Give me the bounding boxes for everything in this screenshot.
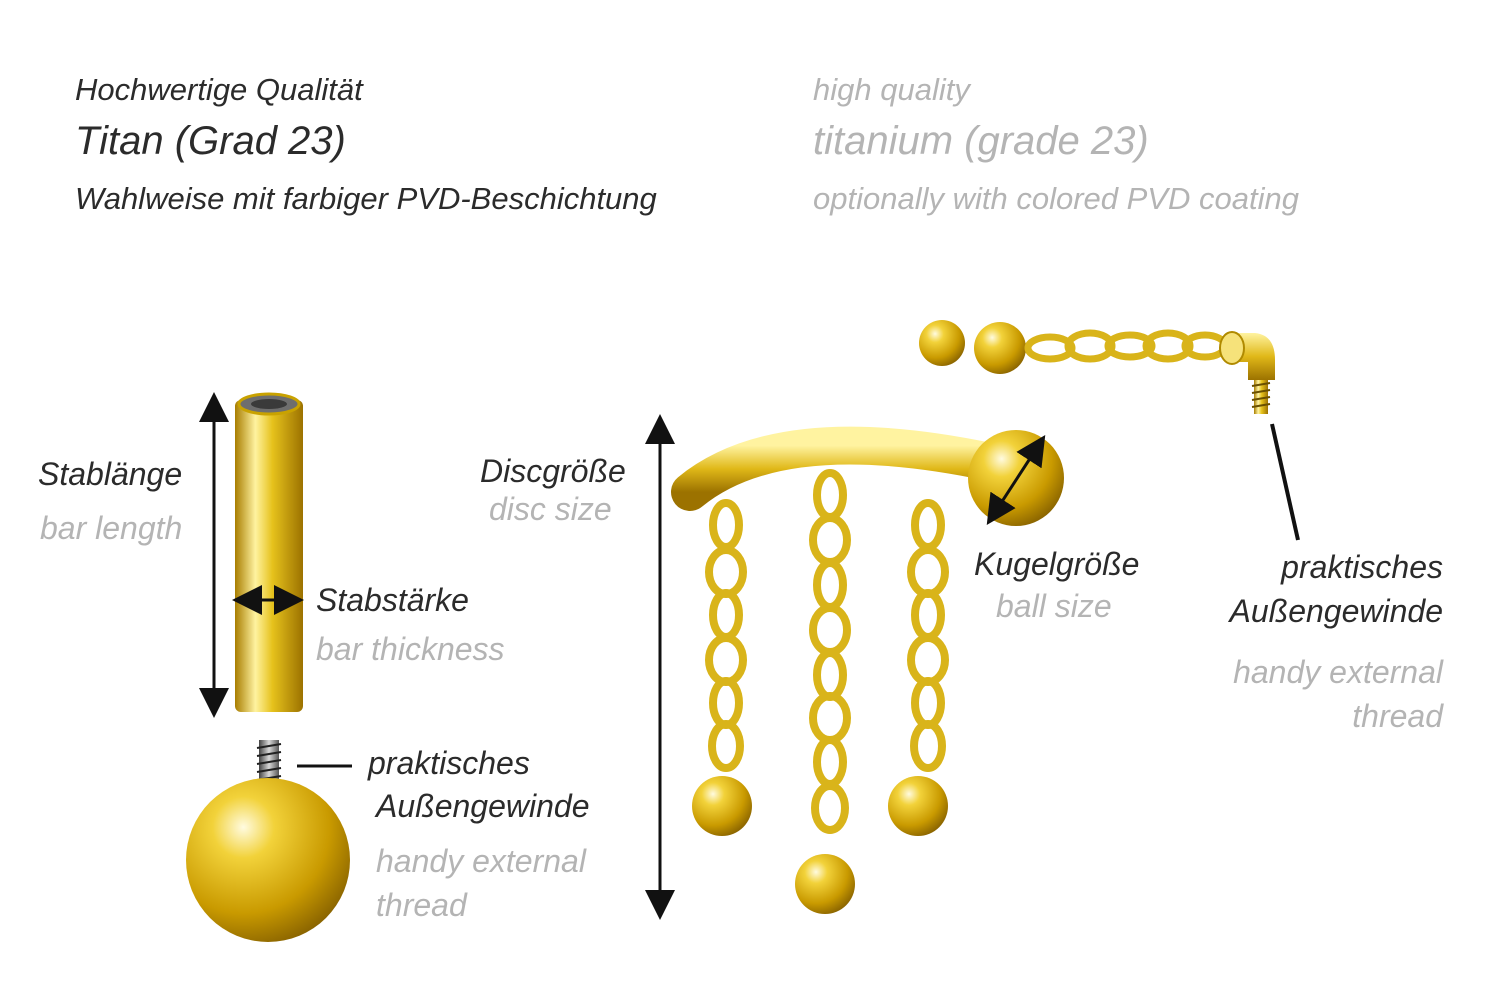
header-de-coating: Wahlweise mit farbiger PVD-Beschichtung: [75, 181, 657, 216]
label-thread-left-en-2: thread: [376, 887, 467, 923]
threaded-ball: [186, 740, 350, 942]
label-bar-thickness-en: bar thickness: [316, 631, 505, 667]
chain-jewel: [671, 426, 1064, 914]
header-en-material: titanium (grade 23): [813, 119, 1149, 163]
label-bar-length-de: Stablänge: [38, 456, 183, 492]
label-thread-right-de-2: Außengewinde: [1229, 593, 1443, 629]
label-ball-size-de: Kugelgröße: [974, 546, 1140, 582]
label-thread-right-en-2: thread: [1352, 698, 1443, 734]
header-de-quality: Hochwertige Qualität: [75, 72, 363, 107]
header-en-coating: optionally with colored PVD coating: [813, 181, 1299, 216]
label-thread-left-de-1: praktisches: [368, 745, 530, 781]
label-bar-length-en: bar length: [40, 510, 183, 546]
ball-size-arrow: [986, 434, 1046, 526]
label-disc-size-en: disc size: [489, 491, 612, 527]
header-en-quality: high quality: [813, 72, 970, 107]
bar-component: [235, 392, 303, 712]
label-thread-left-en-1: handy external: [376, 843, 586, 879]
label-disc-size-de: Discgröße: [480, 453, 626, 489]
thread-right-pointer: [1270, 423, 1300, 541]
header-de-material: Titan (Grad 23): [75, 119, 346, 163]
chain-attachment: [919, 320, 1275, 414]
label-thread-right-en-1: handy external: [1233, 654, 1443, 690]
label-thread-left-de-2: Außengewinde: [376, 788, 590, 824]
label-thread-right-de-1: praktisches: [1281, 549, 1443, 585]
label-bar-thickness-de: Stabstärke: [316, 582, 469, 618]
label-ball-size-en: ball size: [996, 588, 1112, 624]
